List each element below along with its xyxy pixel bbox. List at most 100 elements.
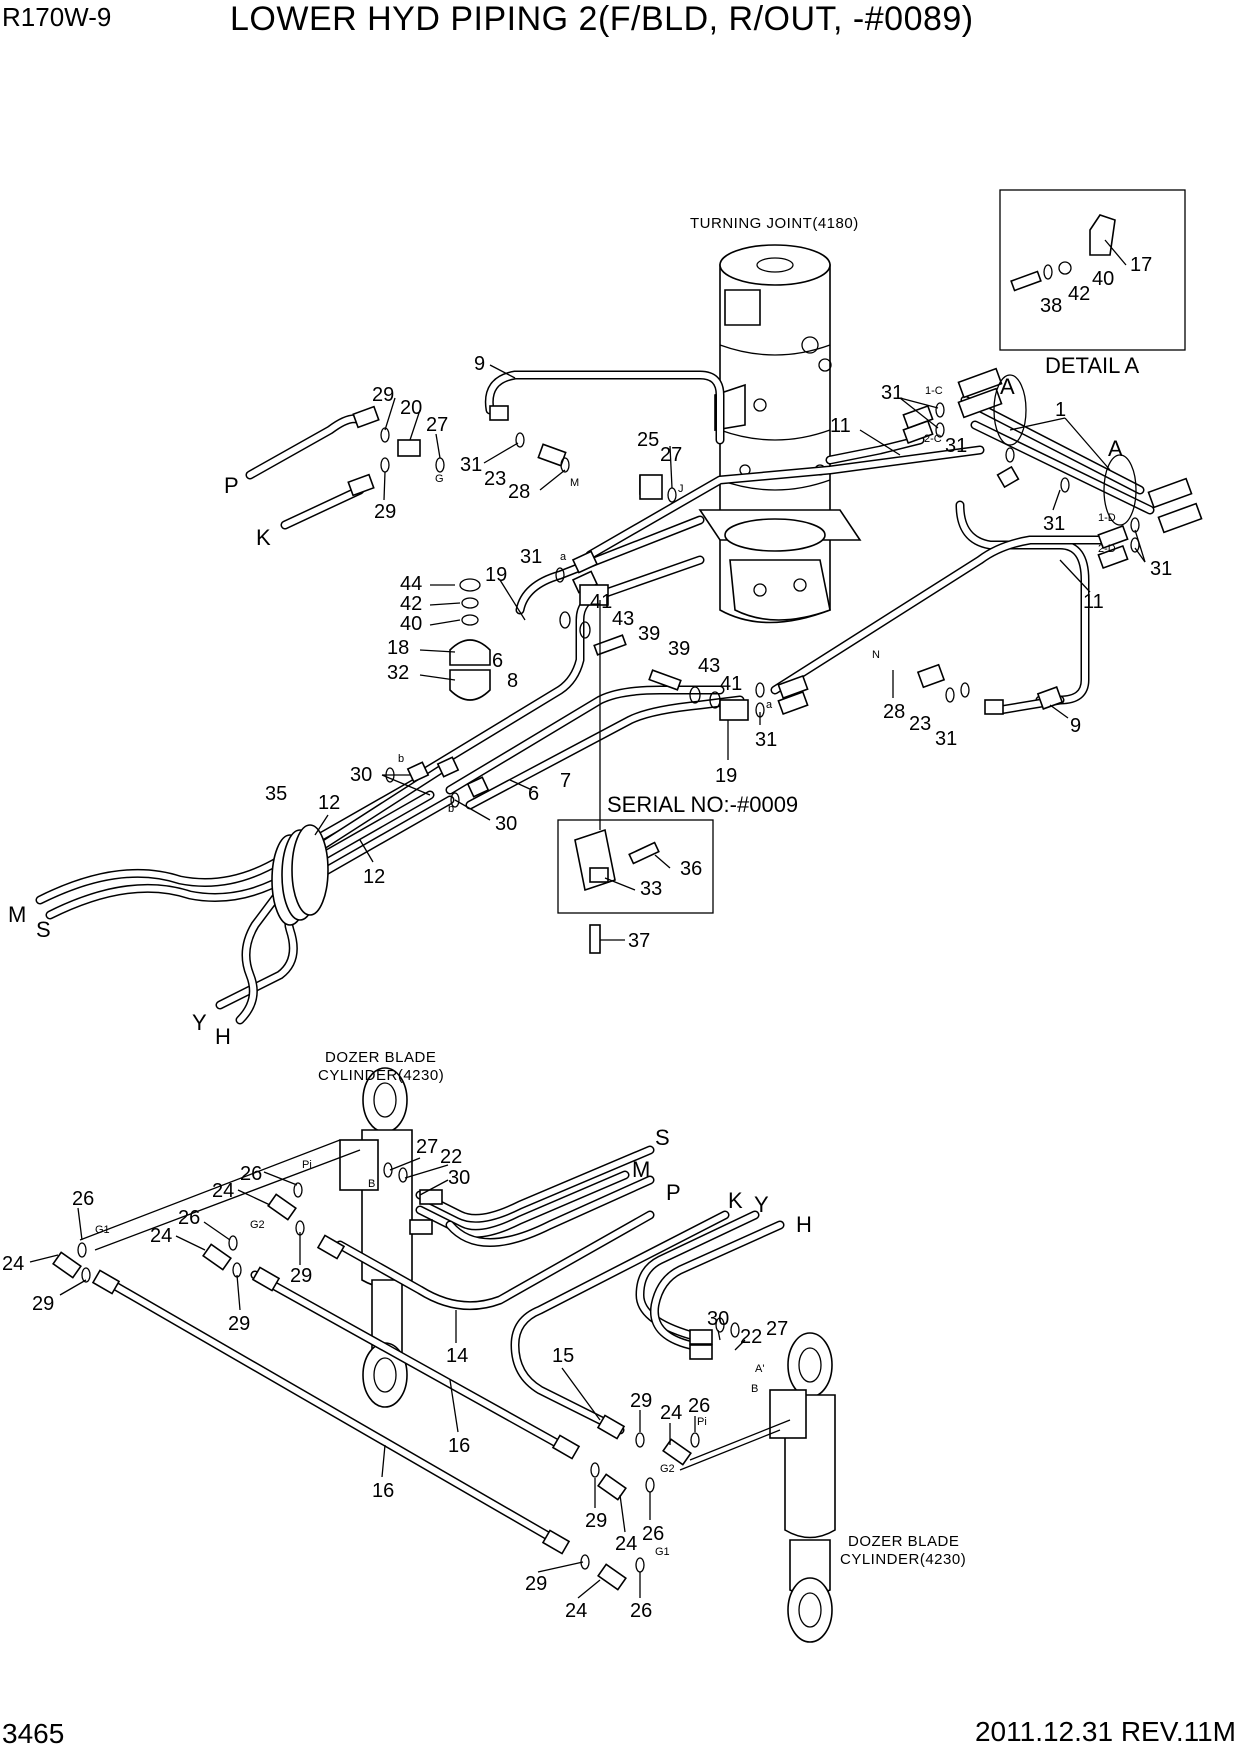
port-m-lower: M <box>632 1157 650 1182</box>
part-31-c: 31 <box>945 435 967 457</box>
part-17: 17 <box>1130 254 1152 276</box>
part-40: 40 <box>400 613 422 635</box>
part-24-d: 24 <box>660 1402 682 1424</box>
part-27-b: 27 <box>660 444 682 466</box>
part-31-b: 31 <box>881 382 903 404</box>
part-24-b: 24 <box>212 1180 234 1202</box>
part-8: 8 <box>507 670 518 692</box>
part-29-d: 29 <box>290 1265 312 1287</box>
port-p: P <box>224 473 239 498</box>
part-39-b: 39 <box>668 638 690 660</box>
part-26-f: 26 <box>630 1600 652 1622</box>
mark-n: N <box>872 649 880 661</box>
part-31-e: 31 <box>1150 558 1172 580</box>
port-s: S <box>36 917 51 942</box>
port-m: M <box>8 902 26 927</box>
upper-pipes <box>35 370 1155 1025</box>
part-29-h: 29 <box>525 1573 547 1595</box>
part-27-c: 27 <box>416 1136 438 1158</box>
lower-fittings <box>52 1162 740 1591</box>
revision-date: 2011.12.31 REV.11M <box>974 1716 1236 1747</box>
lower-pipes <box>79 1139 791 1545</box>
part-24-e: 24 <box>615 1533 637 1555</box>
port-h-lower: H <box>796 1212 812 1237</box>
part-6-a: 6 <box>492 650 503 672</box>
part-12-b: 12 <box>363 866 385 888</box>
port-a-1: A <box>1000 374 1015 399</box>
port-s-lower: S <box>655 1125 670 1150</box>
part-26-b: 26 <box>240 1163 262 1185</box>
part-22-a: 22 <box>440 1146 462 1168</box>
part-33: 33 <box>640 878 662 900</box>
part-31-g: 31 <box>755 729 777 751</box>
part-41-a: 41 <box>590 591 612 613</box>
part-41-b: 41 <box>720 673 742 695</box>
mark-b1: b <box>398 753 404 765</box>
port-y-lower: Y <box>754 1192 769 1217</box>
part-43-a: 43 <box>612 608 634 630</box>
part-30-b: 30 <box>495 813 517 835</box>
part-19-a: 19 <box>485 564 507 586</box>
part-number-labels: 9 29 20 27 29 31 23 28 25 27 31 11 31 1 … <box>2 254 1172 1622</box>
part-26-c: 26 <box>178 1207 200 1229</box>
part-23-b: 23 <box>909 713 931 735</box>
part-42: 42 <box>400 593 422 615</box>
dozer-cylinder-top <box>339 1067 413 1408</box>
mark-2c: 2-C <box>924 433 942 445</box>
part-28-b: 28 <box>883 701 905 723</box>
mark-g1-top: G1 <box>95 1224 110 1236</box>
mark-b-top: B <box>368 1178 375 1190</box>
serial-caption: SERIAL NO:-#0009 <box>607 792 798 817</box>
mark-a1: a <box>560 551 567 563</box>
port-y: Y <box>192 1010 207 1035</box>
part-11-b: 11 <box>1083 591 1104 613</box>
part-14: 14 <box>446 1345 468 1367</box>
port-letters: P K M S Y H A A S M P K Y H <box>8 374 1123 1237</box>
part-44: 44 <box>400 573 422 595</box>
part-43-b: 43 <box>698 655 720 677</box>
port-h: H <box>215 1024 231 1049</box>
part-16-a: 16 <box>448 1435 470 1457</box>
part-29-c: 29 <box>32 1293 54 1315</box>
mark-g2-bottom: G2 <box>660 1463 675 1475</box>
part-31-f: 31 <box>520 546 542 568</box>
serial-box <box>557 600 714 954</box>
part-20: 20 <box>400 397 422 419</box>
part-12-a: 12 <box>318 792 340 814</box>
part-26-a: 26 <box>72 1188 94 1210</box>
port-k-lower: K <box>728 1188 743 1213</box>
turning-joint <box>698 244 862 624</box>
part-19-b: 19 <box>715 765 737 787</box>
part-1: 1 <box>1055 399 1066 421</box>
part-7: 7 <box>560 770 571 792</box>
port-a-2: A <box>1108 436 1123 461</box>
mark-b2: b <box>448 803 454 815</box>
part-31-h: 31 <box>935 728 957 750</box>
small-marks: G J M N a a b b 1-C 2-C 1-D 2-D G1 G2 Pi… <box>95 385 1116 1558</box>
part-9-top: 9 <box>474 353 485 375</box>
dozer-cylinder-bottom <box>769 1332 836 1643</box>
part-29-a: 29 <box>372 384 394 406</box>
mark-2d: 2-D <box>1098 543 1116 555</box>
part-24-a: 24 <box>2 1253 24 1275</box>
mark-g: G <box>435 473 444 485</box>
part-6-b: 6 <box>528 783 539 805</box>
part-40-detail: 40 <box>1092 268 1114 290</box>
part-37: 37 <box>628 930 650 952</box>
part-15: 15 <box>552 1345 574 1367</box>
part-36: 36 <box>680 858 702 880</box>
mark-1c: 1-C <box>925 385 943 397</box>
part-11-a: 11 <box>830 415 851 437</box>
part-30-d: 30 <box>707 1308 729 1330</box>
cyl-bottom-caption-1: DOZER BLADE <box>848 1533 959 1550</box>
mark-m: M <box>570 477 579 489</box>
part-35: 35 <box>265 783 287 805</box>
part-29-f: 29 <box>630 1390 652 1412</box>
mark-pi-bottom: Pi <box>697 1416 707 1428</box>
part-39-a: 39 <box>638 623 660 645</box>
mark-pi-top: Pi <box>302 1159 312 1171</box>
part-23-a: 23 <box>484 468 506 490</box>
part-26-e: 26 <box>642 1523 664 1545</box>
cyl-top-caption-2: CYLINDER(4230) <box>318 1067 444 1084</box>
